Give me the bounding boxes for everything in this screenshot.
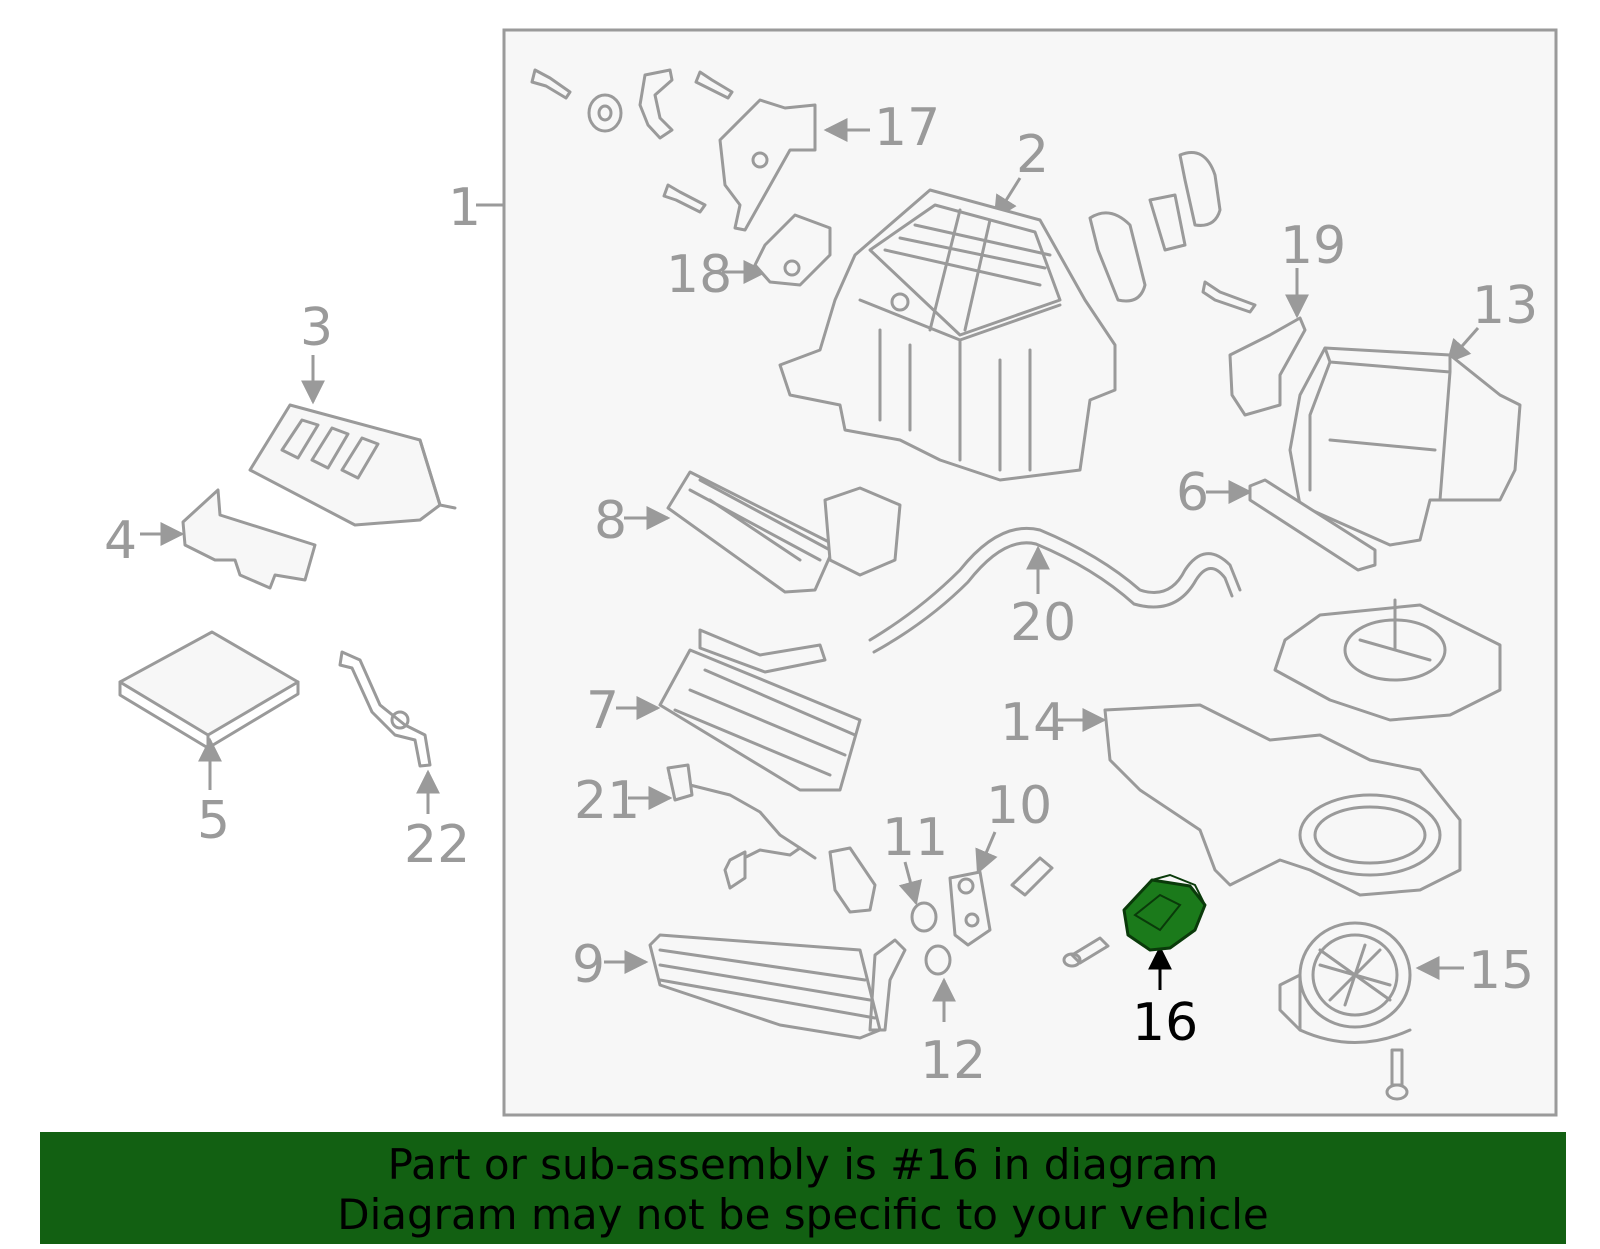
callout-9: 9 — [572, 935, 605, 995]
part-9-core — [648, 933, 907, 1040]
part-17-bracket — [718, 98, 817, 232]
part-15-blower-motor — [1278, 921, 1412, 1101]
part-8-heater-core — [666, 470, 902, 594]
callout-1: 1 — [448, 178, 481, 238]
callout-19: 19 — [1280, 216, 1346, 276]
callout-7: 7 — [586, 681, 619, 741]
part-6-strip — [1248, 478, 1377, 572]
banner-line-2: Diagram may not be specific to your vehi… — [337, 1190, 1269, 1239]
callout-15: 15 — [1468, 941, 1534, 1001]
banner-line-1: Part or sub-assembly is #16 in diagram — [387, 1140, 1219, 1189]
callout-17: 17 — [874, 98, 940, 158]
screw-16 — [1062, 936, 1110, 968]
part-21-harness — [666, 763, 817, 890]
callout-2: 2 — [1016, 125, 1049, 185]
part-10-valve — [948, 856, 1054, 947]
part-4-bracket — [181, 488, 317, 590]
clip — [828, 846, 877, 914]
callout-5: 5 — [197, 791, 230, 851]
part-3-cover — [248, 403, 457, 527]
part-19-actuator — [1201, 280, 1307, 417]
callout-12: 12 — [920, 1031, 986, 1091]
callout-21: 21 — [574, 771, 640, 831]
part-16-blower-resistor — [1122, 873, 1207, 952]
blower-housing-upper — [1273, 598, 1502, 722]
part-12-oring — [924, 944, 952, 976]
fasteners-top — [530, 68, 734, 214]
part-2-hvac-case — [778, 188, 1117, 482]
part-11-oring — [910, 901, 938, 933]
callout-3: 3 — [300, 298, 333, 358]
callout-8: 8 — [594, 491, 627, 551]
callout-13: 13 — [1472, 276, 1538, 336]
callout-18: 18 — [666, 245, 732, 305]
callout-20: 20 — [1010, 593, 1076, 653]
seals — [1088, 151, 1222, 303]
part-13-housing — [1288, 346, 1522, 547]
part-20-hose — [868, 526, 1242, 654]
part-14-lower-case — [1103, 703, 1462, 897]
part-5-filter — [118, 630, 300, 750]
callout-11: 11 — [882, 808, 948, 868]
callout-14: 14 — [1000, 693, 1066, 753]
info-banner: Part or sub-assembly is #16 in diagram D… — [40, 1132, 1566, 1244]
callout-10: 10 — [986, 776, 1052, 836]
part-22-drain-hose — [338, 650, 432, 768]
leader-lines — [140, 118, 1480, 1022]
callout-6: 6 — [1176, 463, 1209, 523]
callout-4: 4 — [104, 511, 137, 571]
callout-22: 22 — [404, 815, 470, 875]
part-18-actuator — [753, 213, 832, 287]
callout-16: 16 — [1132, 993, 1198, 1053]
part-7-evaporator — [658, 628, 862, 792]
